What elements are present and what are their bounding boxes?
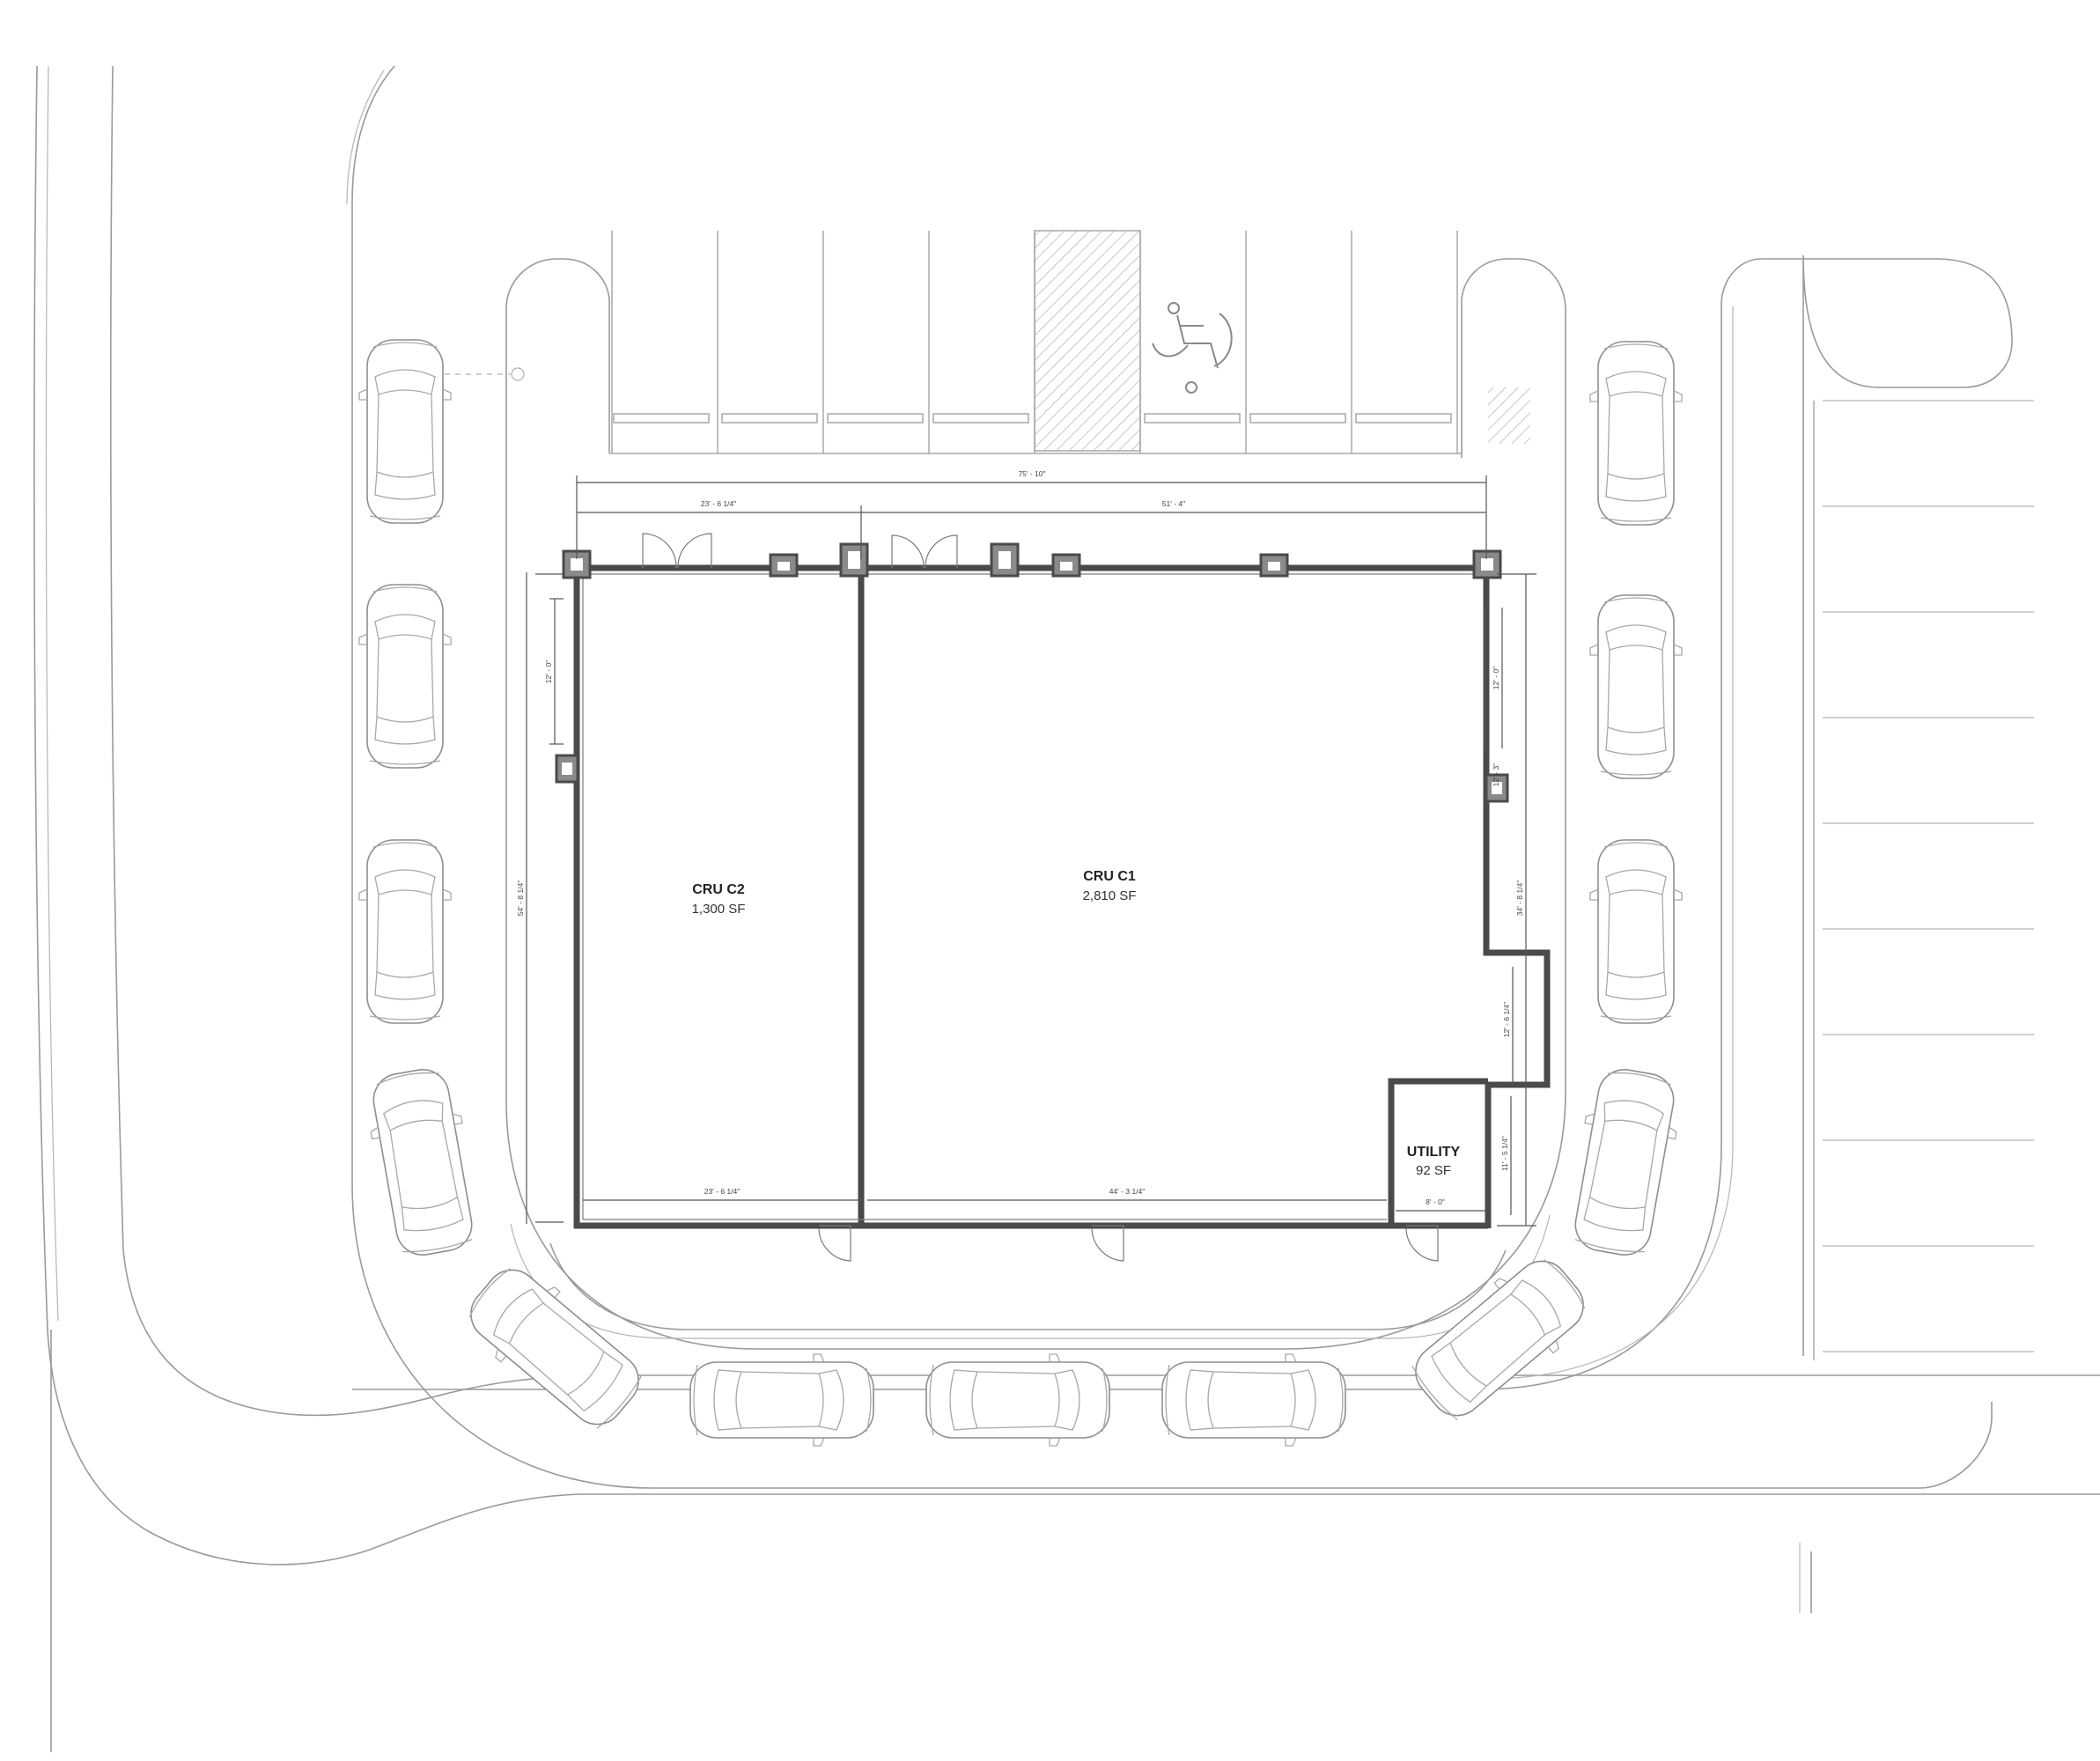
door-swing-icon <box>1091 1225 1124 1262</box>
car-icon <box>360 1063 485 1262</box>
left-storefront-dim: 12' - 0" <box>544 660 553 683</box>
room-cru-c2-name: CRU C2 <box>692 882 745 897</box>
right-step-dim: 12' - 3" <box>1492 763 1500 786</box>
door-swings <box>642 533 1439 1262</box>
right-parking-lot <box>1813 400 2034 1360</box>
room-utility-area: 92 SF <box>1416 1163 1451 1178</box>
utility-width-dim: 8' - 0" <box>1426 1197 1445 1206</box>
door-swing-icon <box>677 533 712 569</box>
door-swing-icon <box>891 534 925 569</box>
accessible-parking-icon <box>1152 302 1233 394</box>
car-icon <box>1399 1243 1600 1433</box>
car-icon <box>358 584 452 769</box>
c1-width-top-dim: 51' - 4" <box>1162 499 1185 508</box>
right-jog-dim: 12' - 6 1/4" <box>1502 1002 1511 1038</box>
room-cru-c1-name: CRU C1 <box>1083 869 1136 884</box>
road-linework <box>33 65 2100 1752</box>
door-swing-icon <box>925 534 958 569</box>
car-icon <box>1589 839 1683 1024</box>
dimension-lines <box>526 475 1536 1227</box>
car-icon <box>1589 341 1683 526</box>
dimension-labels: 75' - 10" 23' - 6 1/4" 51' - 4" 23' - 6 … <box>516 469 1524 1206</box>
utility-depth-dim: 11' - 5 1/4" <box>1500 1136 1509 1171</box>
door-swing-icon <box>1405 1225 1439 1262</box>
overall-width-dim: 75' - 10" <box>1018 469 1045 478</box>
car-icon <box>1589 594 1683 779</box>
storefront-piers <box>555 542 1509 803</box>
door-swing-icon <box>818 1225 851 1262</box>
car-icon <box>925 1353 1110 1447</box>
car-icon <box>454 1252 655 1442</box>
door-swing-icon <box>642 533 677 569</box>
room-cru-c2-area: 1,300 SF <box>692 902 746 917</box>
car-icon <box>1562 1063 1687 1262</box>
car-icon <box>1161 1353 1346 1447</box>
c2-width-bottom-dim: 23' - 6 1/4" <box>704 1187 741 1196</box>
right-depth-dim: 34' - 8 1/4" <box>1515 880 1524 917</box>
car-icon <box>358 839 452 1024</box>
car-icon <box>358 339 452 524</box>
c2-width-top-dim: 23' - 6 1/4" <box>701 499 737 508</box>
top-parking-stalls <box>609 230 1530 454</box>
room-labels: CRU C2 1,300 SF CRU C1 2,810 SF UTILITY … <box>692 869 1461 1178</box>
c1-width-bottom-dim: 44' - 3 1/4" <box>1109 1187 1146 1196</box>
site-marker <box>392 367 525 381</box>
building-outline <box>571 564 1551 1229</box>
left-overall-depth-dim: 54' - 8 1/4" <box>516 880 525 917</box>
room-utility-name: UTILITY <box>1407 1145 1461 1160</box>
right-storefront-dim: 12' - 0" <box>1492 667 1500 689</box>
car-icon <box>689 1353 874 1447</box>
room-cru-c1-area: 2,810 SF <box>1083 888 1137 903</box>
